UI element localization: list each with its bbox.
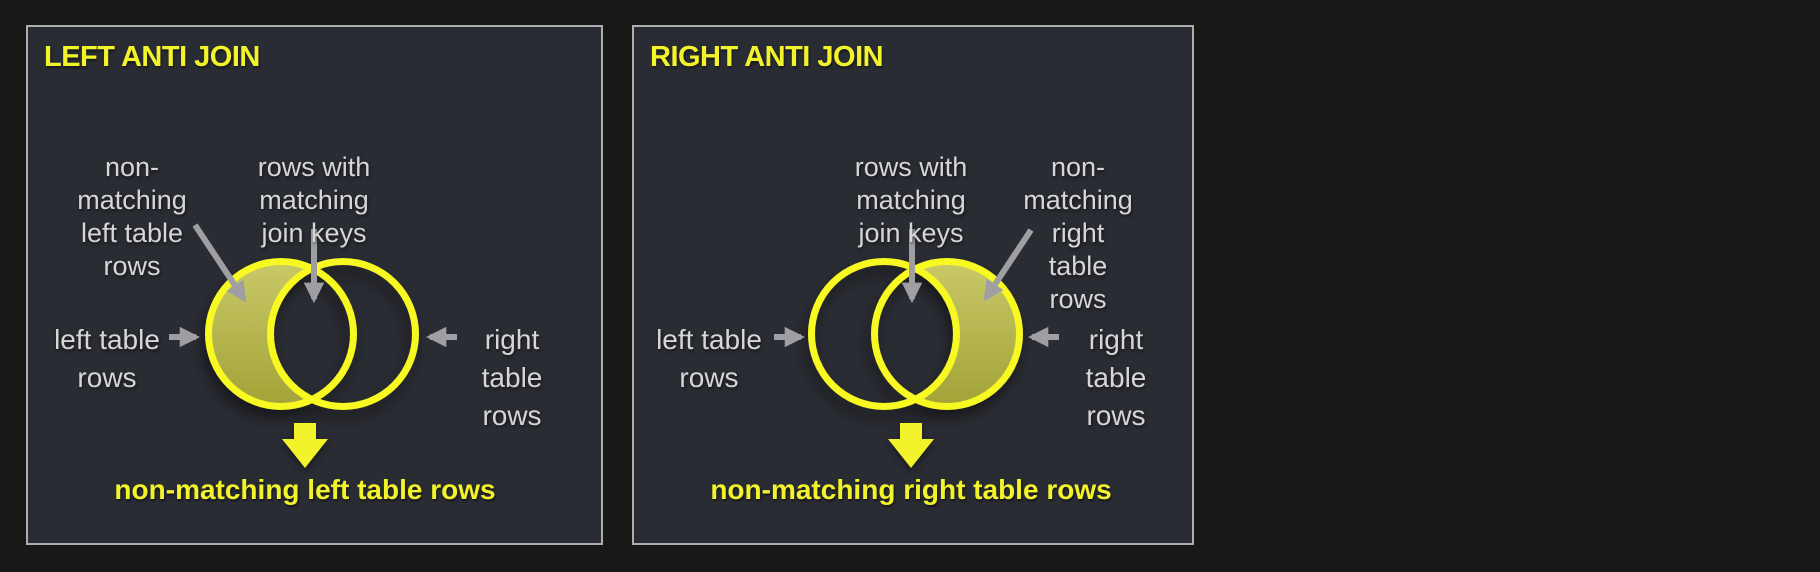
- left-table-rows-label: left table rows: [656, 324, 762, 393]
- matching-join-keys-label: rows with matching join keys: [854, 152, 968, 248]
- left-anti-join-panel: LEFT ANTI JOIN non- matching left table …: [26, 25, 603, 545]
- right-table-circle: [871, 258, 1023, 410]
- right-anti-join-venn-diagram: [774, 228, 1059, 468]
- left-table-circle: [205, 258, 357, 410]
- panel-title: LEFT ANTI JOIN: [44, 41, 260, 73]
- non-matching-rows-label: non- matching right table rows: [1023, 152, 1133, 314]
- left-anti-join-venn-diagram: [169, 223, 457, 468]
- left-table-circle: [808, 258, 960, 410]
- pointer-arrows-group: [169, 223, 457, 348]
- non-matching-rows-label: non- matching left table rows: [77, 152, 187, 281]
- result-down-arrow-icon: [888, 423, 934, 468]
- right-table-rows-label: right table rows: [481, 324, 543, 431]
- result-down-arrow-icon: [282, 423, 328, 468]
- matching-join-keys-label: rows with matching join keys: [257, 152, 371, 248]
- right-anti-join-panel: RIGHT ANTI JOIN rows with matching join …: [632, 25, 1194, 545]
- pointer-arrows-group: [774, 228, 1059, 348]
- result-label: non-matching left table rows: [114, 474, 496, 505]
- result-label: non-matching right table rows: [710, 474, 1112, 505]
- non-matching-pointer-arrow-icon: [983, 228, 1034, 302]
- right-table-rows-label: right table rows: [1085, 324, 1147, 431]
- venn-circles-group: [808, 258, 1023, 410]
- panel-title: RIGHT ANTI JOIN: [650, 41, 884, 73]
- non-matching-pointer-arrow-icon: [192, 223, 247, 303]
- right-table-circle: [267, 258, 419, 410]
- left-table-rows-label: left table rows: [54, 324, 160, 393]
